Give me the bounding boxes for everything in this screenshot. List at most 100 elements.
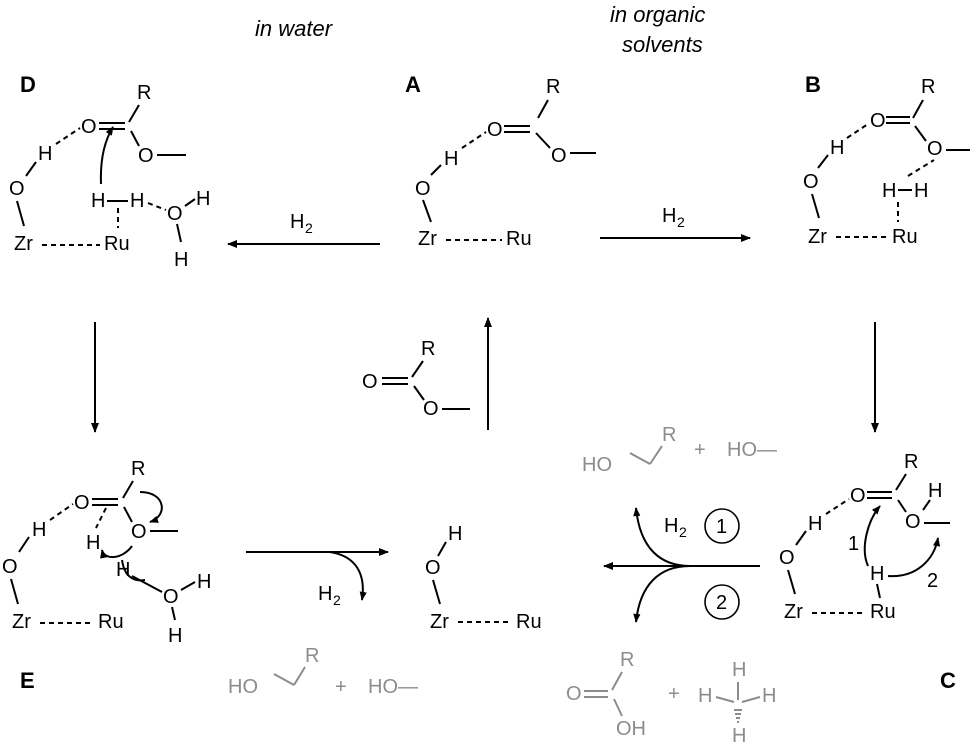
ester-substrate: R O O xyxy=(362,338,470,420)
atom-O: O xyxy=(566,683,582,705)
atom-H: H xyxy=(197,571,211,593)
atom-R: R xyxy=(921,76,935,98)
atom-O: O xyxy=(850,485,866,507)
curved-arrow-1 xyxy=(863,505,881,567)
atom-O: O xyxy=(138,145,154,167)
atom-O: O xyxy=(803,171,819,193)
product-alcohol: HO xyxy=(582,454,612,476)
atom-R: R xyxy=(137,82,151,104)
atom-Zr: Zr xyxy=(12,611,31,633)
pathway-label-1: 1 xyxy=(848,533,859,555)
atom-H: H xyxy=(870,563,884,585)
plus-sign: + xyxy=(335,676,347,698)
atom-O: O xyxy=(425,557,441,579)
atom-R: R xyxy=(904,451,918,473)
atom-Zr: Zr xyxy=(418,228,437,250)
pathway-circle-2 xyxy=(704,584,740,620)
label-C: C xyxy=(940,668,956,693)
atom-H: H xyxy=(174,249,188,271)
atom-H: H xyxy=(914,180,928,202)
atom-R: R xyxy=(131,458,145,480)
plus-sign: + xyxy=(668,683,680,705)
curved-arrow-H2-release xyxy=(329,551,367,601)
structure-D: R O O H O Zr Ru H H O H H xyxy=(9,82,210,271)
pathway-label-2: 2 xyxy=(927,570,938,592)
atom-O: O xyxy=(415,178,431,200)
atom-H: H xyxy=(91,190,105,212)
heading-in-organic: in organic xyxy=(610,2,705,27)
curved-arrow xyxy=(121,559,146,582)
curved-arrow xyxy=(99,126,114,185)
pathway-circle-2-label: 2 xyxy=(716,592,727,614)
atom-H: H xyxy=(168,625,182,647)
curved-arrow-pathway-1 xyxy=(633,507,691,567)
atom-O: O xyxy=(551,145,567,167)
pathway-circle-1 xyxy=(704,508,740,544)
atom-H: H xyxy=(32,519,46,541)
reagent-H2: H xyxy=(290,211,304,233)
atom-R: R xyxy=(421,338,435,360)
atom-Ru: Ru xyxy=(104,233,130,255)
heading-solvents: solvents xyxy=(622,32,703,57)
curved-arrow xyxy=(139,491,163,523)
atom-O: O xyxy=(2,556,18,578)
atom-O: O xyxy=(487,119,503,141)
atom-H: H xyxy=(116,559,130,581)
label-E: E xyxy=(20,668,35,693)
atom-Zr: Zr xyxy=(784,601,803,623)
product-methanol: HO— xyxy=(727,439,777,461)
atom-O: O xyxy=(163,586,179,608)
product-acid-OH: OH xyxy=(616,718,646,740)
reagent-H2-subscript: 2 xyxy=(677,214,685,230)
reagent-H2-subscript: 2 xyxy=(333,592,341,608)
atom-H: H xyxy=(86,532,100,554)
reagent-H2: H xyxy=(662,205,676,227)
reagent-H2: H xyxy=(318,583,332,605)
atom-O: O xyxy=(81,116,97,138)
structure-B: R O O H O Zr Ru H H xyxy=(803,76,970,248)
structure-E: R O O H O Zr Ru H H O H H xyxy=(2,458,211,647)
atom-O: O xyxy=(74,492,90,514)
label-B: B xyxy=(805,72,821,97)
atom-O: O xyxy=(362,371,378,393)
plus-sign: + xyxy=(694,439,706,461)
atom-H: H xyxy=(732,725,746,746)
structure-regenerated: H O Zr Ru xyxy=(425,523,542,633)
pathway-circle-1-label: 1 xyxy=(716,516,727,538)
label-D: D xyxy=(20,72,36,97)
atom-R: R xyxy=(662,424,676,446)
atom-O: O xyxy=(167,203,183,225)
atom-H: H xyxy=(732,659,746,681)
heading-in-water: in water xyxy=(255,16,334,41)
atom-O: O xyxy=(870,110,886,132)
atom-Ru: Ru xyxy=(516,611,542,633)
atom-H: H xyxy=(698,685,712,707)
atom-O: O xyxy=(9,178,25,200)
atom-Zr: Zr xyxy=(14,233,33,255)
atom-Ru: Ru xyxy=(892,226,918,248)
curved-arrow xyxy=(100,545,133,559)
atom-H: H xyxy=(444,148,458,170)
atom-H: H xyxy=(830,137,844,159)
atom-H: H xyxy=(882,180,896,202)
atom-O: O xyxy=(423,398,439,420)
atom-O: O xyxy=(779,547,795,569)
atom-Ru: Ru xyxy=(506,228,532,250)
structure-A: R O O H O Zr Ru xyxy=(415,76,596,250)
reagent-H2-subscript: 2 xyxy=(305,220,313,236)
atom-H: H xyxy=(38,143,52,165)
reagent-H2: H xyxy=(664,515,678,537)
atom-Zr: Zr xyxy=(430,611,449,633)
atom-H: H xyxy=(130,190,144,212)
atom-H: H xyxy=(196,188,210,210)
atom-R: R xyxy=(620,649,634,671)
products-pathway-2: R O OH + H H H H xyxy=(566,649,776,746)
atom-Zr: Zr xyxy=(808,226,827,248)
atom-H: H xyxy=(448,523,462,545)
product-alcohol: HO xyxy=(228,676,258,698)
curved-arrow-2 xyxy=(887,537,941,578)
products-pathway-1: R HO + HO— xyxy=(582,424,777,476)
atom-R: R xyxy=(305,645,319,667)
label-A: A xyxy=(405,72,421,97)
